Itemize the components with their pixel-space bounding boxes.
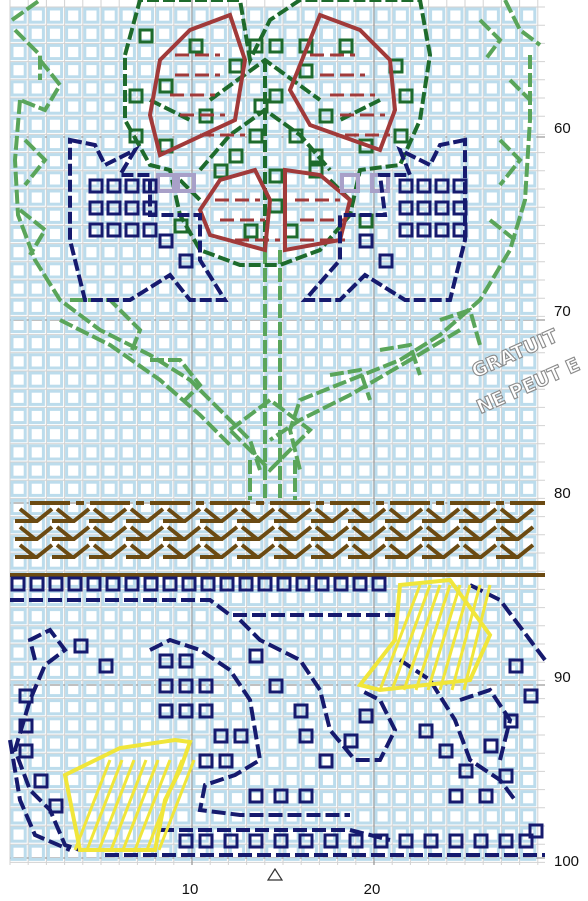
column-label: 20 [364, 881, 381, 898]
row-label: 100 [554, 853, 579, 870]
row-label: 90 [554, 669, 571, 686]
row-label: 60 [554, 120, 571, 137]
row-label: 70 [554, 303, 571, 320]
row-label: 80 [554, 485, 571, 502]
column-label: 10 [182, 881, 199, 898]
